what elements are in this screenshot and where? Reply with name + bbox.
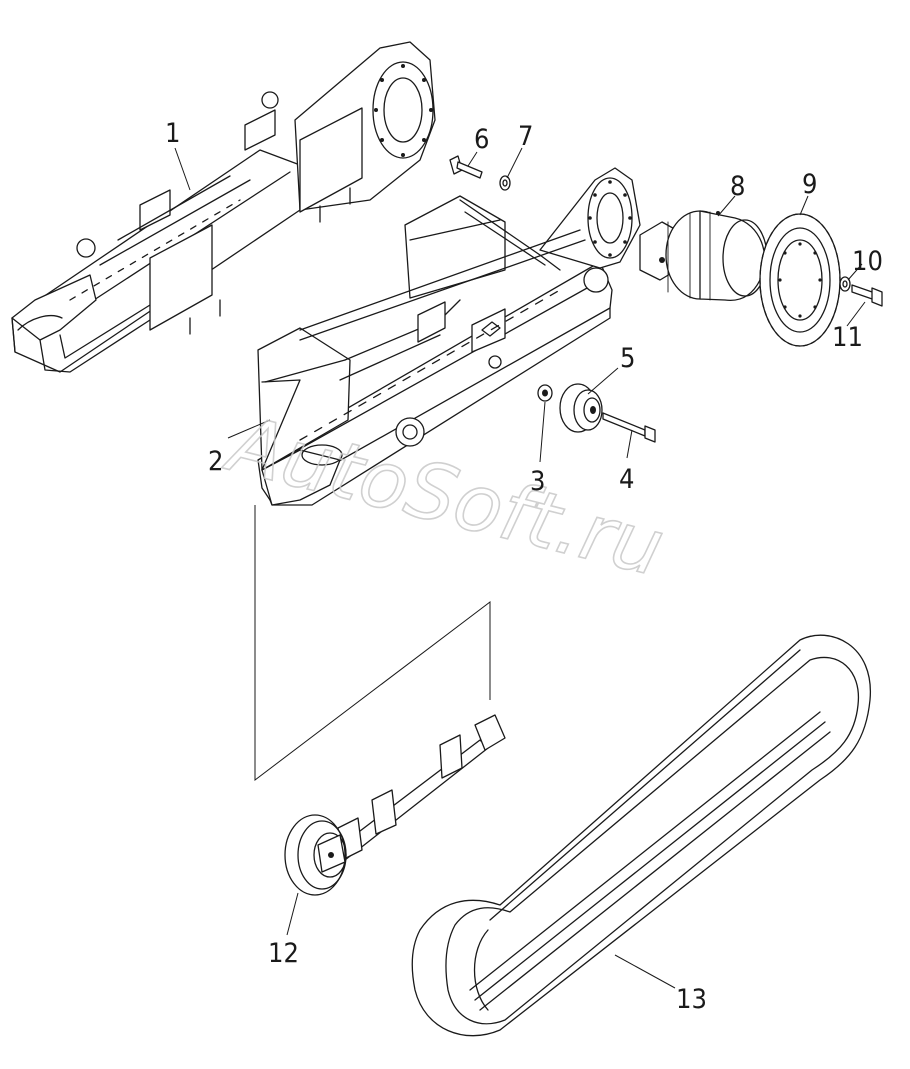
assembly-reference-lines <box>254 505 491 782</box>
leader-lines <box>174 147 866 989</box>
callout-7: 7 <box>518 121 533 152</box>
part-9-sprocket <box>759 213 841 347</box>
part-10-washer <box>839 276 851 292</box>
part-6-bolt <box>449 155 483 179</box>
callout-6: 6 <box>474 124 489 155</box>
part-3-nut <box>537 384 553 402</box>
callout-labels: 1 2 3 4 5 6 7 8 9 10 11 12 13 <box>165 118 883 1015</box>
callout-13: 13 <box>676 984 707 1015</box>
part-12-idler-tensioner <box>284 714 506 896</box>
part-5-support-roller <box>559 383 603 433</box>
part-8-travel-motor <box>639 210 768 302</box>
part-13-rubber-track <box>411 634 871 1037</box>
part-7-washer <box>499 175 511 191</box>
part-1-track-frame-left <box>11 41 436 373</box>
callout-2: 2 <box>208 446 223 477</box>
callout-4: 4 <box>619 464 634 495</box>
callout-12: 12 <box>268 938 299 969</box>
callout-10: 10 <box>852 246 883 277</box>
part-11-bolt <box>851 284 883 307</box>
callout-9: 9 <box>802 169 817 200</box>
callout-3: 3 <box>530 466 545 497</box>
part-2-track-frame-center <box>257 167 641 506</box>
callout-8: 8 <box>730 171 745 202</box>
callout-5: 5 <box>620 343 635 374</box>
part-4-bolt <box>602 412 656 443</box>
watermark-text: AutoSoft.ru <box>216 398 672 594</box>
callout-1: 1 <box>165 118 180 149</box>
callout-11: 11 <box>832 322 863 353</box>
